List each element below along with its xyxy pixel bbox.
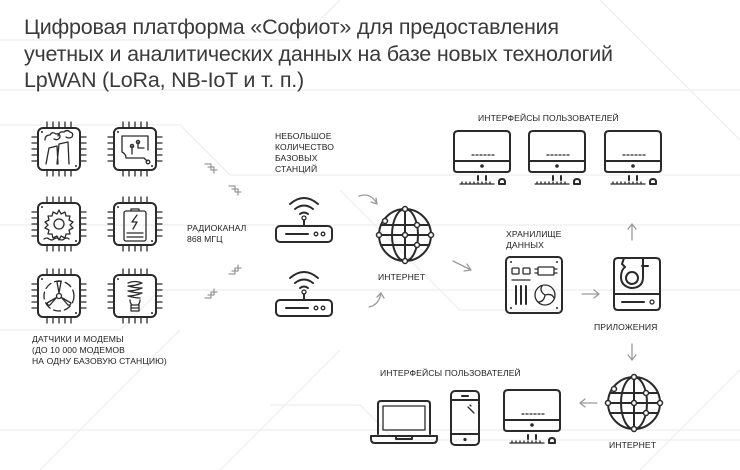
circuit-chip-icon bbox=[107, 121, 163, 177]
gear-chip-icon bbox=[31, 196, 87, 252]
base-station-router-icon bbox=[275, 197, 333, 243]
base-station-router-icon bbox=[275, 271, 333, 317]
desktop-computer-icon bbox=[604, 130, 662, 185]
sensors-caption-line: НА ОДНУ БАЗОВУЮ СТАНЦИЮ) bbox=[32, 356, 167, 366]
internet-left-label: ИНТЕРНЕТ bbox=[378, 272, 426, 282]
internet-globe-icon bbox=[604, 373, 664, 433]
arrow-up-icon bbox=[627, 223, 637, 241]
title-line-2: учетных и аналитических данных на базе н… bbox=[24, 41, 613, 66]
desktop-computer-icon bbox=[528, 130, 586, 185]
title-line-3: LpWAN (LoRa, NB-IoT и т. п.) bbox=[24, 68, 304, 92]
radio-label: РАДИОКАНАЛ 868 МГЦ bbox=[187, 223, 246, 245]
sensors-caption: ДАТЧИКИ И МОДЕМЫ (ДО 10 000 МОДЕМОВ НА О… bbox=[32, 334, 167, 367]
base-stations-label-line: СТАНЦИЙ bbox=[275, 164, 318, 174]
user-interfaces-bottom-label: ИНТЕРФЕЙСЫ ПОЛЬЗОВАТЕЛЕЙ bbox=[380, 368, 521, 378]
arrow-curved-icon bbox=[368, 292, 385, 308]
internet-right-label: ИНТЕРНЕТ bbox=[609, 440, 657, 450]
storage-label-line: ХРАНИЛИЩЕ bbox=[506, 229, 562, 239]
sensors-caption-line: (ДО 10 000 МОДЕМОВ bbox=[32, 345, 126, 355]
arrow-left-icon bbox=[579, 398, 598, 408]
internet-globe-icon bbox=[375, 205, 435, 265]
base-stations-label-line: КОЛИЧЕСТВО bbox=[275, 142, 335, 152]
storage-label: ХРАНИЛИЩЕ ДАННЫХ bbox=[506, 229, 562, 251]
applications-server-icon bbox=[613, 257, 661, 311]
base-stations-label-line: БАЗОВЫХ bbox=[275, 153, 318, 163]
arrow-curved-icon bbox=[358, 194, 378, 205]
storage-label-line: ДАННЫХ bbox=[506, 240, 544, 250]
lightbulb-chip-icon bbox=[107, 268, 163, 324]
page-title: Цифровая платформа «Софиот» для предоста… bbox=[24, 14, 724, 94]
base-stations-label: НЕБОЛЬШОЕ КОЛИЧЕСТВО БАЗОВЫХ СТАНЦИЙ bbox=[275, 131, 334, 175]
base-stations-label-line: НЕБОЛЬШОЕ bbox=[275, 131, 332, 141]
data-storage-motherboard-icon bbox=[505, 256, 563, 314]
applications-label: ПРИЛОЖЕНИЯ bbox=[594, 322, 658, 332]
laptop-icon bbox=[370, 400, 438, 444]
arrow-down-icon bbox=[627, 343, 637, 361]
smartphone-icon bbox=[450, 390, 480, 446]
radio-label-line: 868 МГЦ bbox=[187, 234, 223, 244]
desktop-computer-icon bbox=[453, 130, 511, 185]
fan-chip-icon bbox=[31, 268, 87, 324]
desktop-computer-icon bbox=[503, 389, 561, 444]
radio-label-line: РАДИОКАНАЛ bbox=[187, 223, 247, 233]
title-line-1: Цифровая платформа «Софиот» для предоста… bbox=[24, 15, 559, 39]
power-plant-chip-icon bbox=[31, 121, 87, 177]
battery-chip-icon bbox=[107, 196, 163, 252]
arrow-right-icon bbox=[452, 260, 472, 272]
user-interfaces-top-label: ИНТЕРФЕЙСЫ ПОЛЬЗОВАТЕЛЕЙ bbox=[478, 113, 619, 123]
arrow-right-icon bbox=[581, 289, 600, 299]
radio-signal-chevrons bbox=[204, 163, 242, 299]
sensors-caption-line: ДАТЧИКИ И МОДЕМЫ bbox=[32, 334, 124, 344]
